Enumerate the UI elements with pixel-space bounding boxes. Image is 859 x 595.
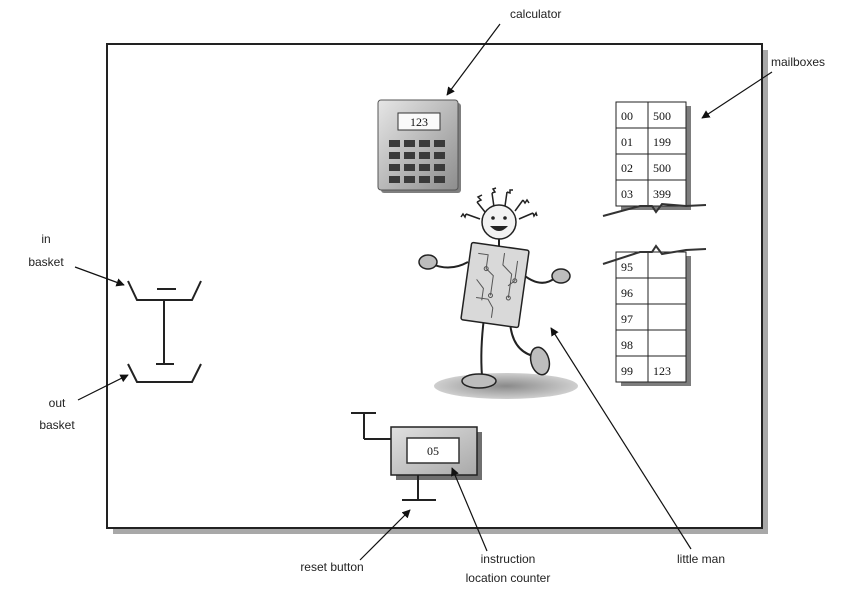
mailboxes-arrow <box>701 71 773 119</box>
in-basket-label-line2: basket <box>28 255 64 269</box>
in-basket-label-line1: in <box>41 232 50 246</box>
out-basket-label-line2: basket <box>39 418 75 432</box>
mailbox-address: 01 <box>621 135 633 149</box>
mailboxes-table: 00 500 01 199 02 500 03 399 95 96 97 98 … <box>602 101 707 386</box>
calculator-display <box>397 112 441 131</box>
out-basket-arrow <box>77 374 129 401</box>
out-basket-label-line1: out <box>49 396 66 410</box>
in-basket-arrow <box>74 266 125 287</box>
counter-display-value: 05 <box>427 444 439 458</box>
reset-button-label: reset button <box>300 560 363 574</box>
instruction-counter-label-line2: location counter <box>466 571 551 585</box>
calculator-arrow <box>446 23 501 96</box>
mailbox-value: 500 <box>653 161 671 175</box>
instruction-counter: 05 <box>351 412 482 501</box>
reset-button-arrow <box>359 509 411 561</box>
counter-display <box>406 437 460 464</box>
mailbox-address: 98 <box>621 338 633 352</box>
mailboxes-label: mailboxes <box>771 55 825 69</box>
calculator-label: calculator <box>510 7 561 21</box>
instruction-counter-arrow <box>451 467 488 552</box>
mailbox-address: 03 <box>621 187 633 201</box>
mailbox-address: 95 <box>621 260 633 274</box>
little-man-arrow <box>550 327 692 550</box>
mailbox-value: 199 <box>653 135 671 149</box>
calculator-icon: 123 <box>377 99 461 193</box>
little-man-figure <box>418 187 578 399</box>
mailbox-value: 123 <box>653 364 671 378</box>
mailbox-address: 97 <box>621 312 633 326</box>
mailbox-value: 399 <box>653 187 671 201</box>
mailbox-address: 02 <box>621 161 633 175</box>
mailbox-address: 99 <box>621 364 633 378</box>
mailbox-value: 500 <box>653 109 671 123</box>
mailbox-address: 00 <box>621 109 633 123</box>
calculator-keys <box>389 140 445 183</box>
little-man-label: little man <box>677 552 725 566</box>
calculator-display-value: 123 <box>410 115 428 129</box>
basket-stand <box>127 280 202 383</box>
instruction-counter-label-line1: instruction <box>481 552 536 566</box>
mailbox-address: 96 <box>621 286 633 300</box>
